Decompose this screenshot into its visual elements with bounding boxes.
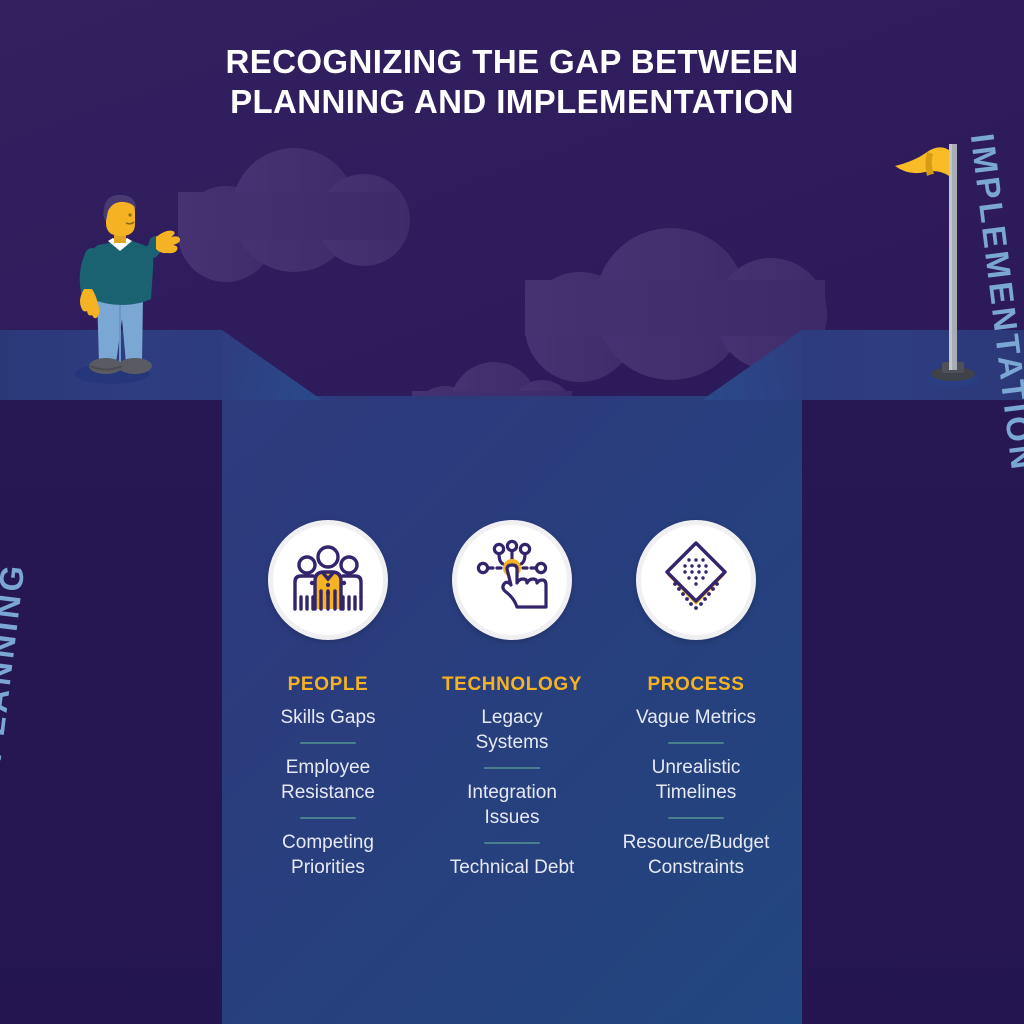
- goal-flag: [880, 140, 990, 390]
- list-item: Integration Issues: [467, 782, 557, 829]
- list-item: Competing Priorities: [282, 832, 374, 879]
- chasm-floor: [117, 396, 907, 1024]
- item-divider: [668, 742, 724, 745]
- icon-circle-process[interactable]: [636, 520, 756, 640]
- column-title-people: PEOPLE: [287, 674, 369, 695]
- column-people: PEOPLE Skills Gaps Employee Resistance C…: [236, 520, 420, 880]
- cliff-left-face: [0, 400, 222, 1024]
- list-item: Unrealistic Timelines: [651, 757, 741, 804]
- column-title-technology: TECHNOLOGY: [441, 674, 583, 695]
- column-process: PROCESS Vague Metrics Unrealistic Timeli…: [604, 520, 788, 880]
- cloud-2: [525, 228, 827, 382]
- item-divider: [484, 842, 540, 845]
- column-items-process: Vague Metrics Unrealistic Timelines Reso…: [604, 705, 788, 880]
- people-group-icon: [285, 535, 371, 626]
- gap-columns: PEOPLE Skills Gaps Employee Resistance C…: [0, 520, 1024, 880]
- list-item: Legacy Systems: [475, 707, 549, 754]
- cloud-1: [178, 148, 410, 282]
- column-technology: TECHNOLOGY Legacy Systems Integration Is…: [420, 520, 604, 880]
- page-title-line-2: PLANNING AND IMPLEMENTATION: [230, 83, 794, 121]
- column-items-technology: Legacy Systems Integration Issues Techni…: [420, 705, 604, 880]
- page-title-line-1: RECOGNIZING THE GAP BETWEEN: [225, 43, 799, 80]
- item-divider: [300, 817, 356, 820]
- column-title-process: PROCESS: [647, 674, 745, 695]
- layered-diamond-icon: [653, 535, 739, 626]
- person-waving-figure: [60, 193, 181, 383]
- icon-circle-technology[interactable]: [452, 520, 572, 640]
- list-item: Technical Debt: [449, 857, 575, 879]
- list-item: Employee Resistance: [281, 757, 375, 804]
- cloud-base: [178, 192, 400, 240]
- cloud-base: [525, 279, 825, 336]
- item-divider: [484, 767, 540, 770]
- hand-touch-network-icon: [469, 535, 555, 626]
- list-item: Resource/Budget Constraints: [622, 832, 770, 879]
- list-item: Vague Metrics: [635, 707, 757, 728]
- item-divider: [300, 742, 356, 745]
- column-items-people: Skills Gaps Employee Resistance Competin…: [236, 705, 420, 880]
- item-divider: [668, 817, 724, 820]
- page-title: RECOGNIZING THE GAP BETWEEN PLANNING AND…: [0, 42, 1024, 123]
- list-item: Skills Gaps: [280, 707, 376, 728]
- cliff-right-face: [802, 400, 1024, 1024]
- cliff-right-top: [802, 330, 1024, 400]
- icon-circle-people[interactable]: [268, 520, 388, 640]
